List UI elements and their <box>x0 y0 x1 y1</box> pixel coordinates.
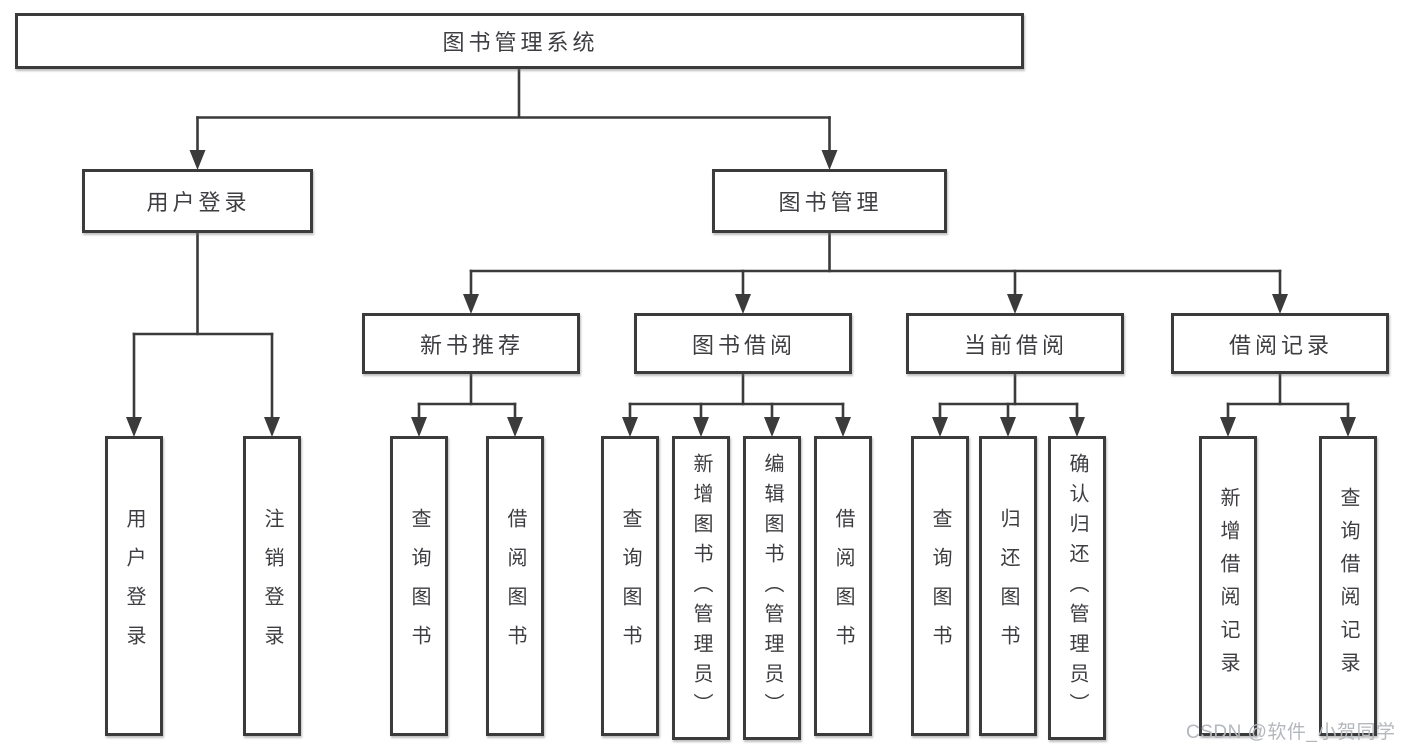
node-current-borrowing: 当前借阅 <box>906 313 1124 374</box>
leaf-query-borrow-record-label: 查询借阅记录 <box>1337 487 1359 685</box>
leaf-edit-book-admin: 编辑图书（管理员） <box>743 436 801 740</box>
node-book-management-branch-label: 图书管理 <box>778 190 883 215</box>
leaf-query-books-recommend-label: 查询图书 <box>408 508 430 664</box>
node-borrow-records-label: 借阅记录 <box>1228 332 1333 358</box>
node-root-label: 图书管理系统 <box>442 30 599 55</box>
csdn-watermark: CSDN @软件_小贺同学 <box>1186 722 1396 743</box>
leaf-query-books-current-label: 查询图书 <box>929 508 951 664</box>
leaf-logout: 注销登录 <box>243 436 301 736</box>
node-root-system: 图书管理系统 <box>15 13 1024 69</box>
leaf-query-books-borrowing: 查询图书 <box>601 436 659 736</box>
leaf-user-login: 用户登录 <box>105 436 163 736</box>
leaf-return-book-label: 归还图书 <box>997 508 1019 664</box>
node-new-book-recommend: 新书推荐 <box>362 313 580 374</box>
leaf-add-borrow-record-label: 新增借阅记录 <box>1217 487 1239 685</box>
node-current-borrowing-label: 当前借阅 <box>963 332 1068 358</box>
node-user-login-branch: 用户登录 <box>82 169 313 233</box>
node-user-login-branch-label: 用户登录 <box>146 190 251 215</box>
node-book-borrowing: 图书借阅 <box>634 313 852 374</box>
leaf-confirm-return-admin: 确认归还（管理员） <box>1048 436 1106 740</box>
leaf-borrow-books-borrowing-label: 借阅图书 <box>832 508 854 664</box>
leaf-borrow-books-recommend: 借阅图书 <box>486 436 544 736</box>
leaf-user-login-label: 用户登录 <box>123 508 145 664</box>
leaf-query-books-current: 查询图书 <box>911 436 969 736</box>
leaf-query-books-recommend: 查询图书 <box>390 436 448 736</box>
leaf-query-books-borrowing-label: 查询图书 <box>619 508 641 664</box>
leaf-confirm-return-admin-label: 确认归还（管理员） <box>1066 453 1088 723</box>
leaf-edit-book-admin-label: 编辑图书（管理员） <box>761 453 783 723</box>
leaf-add-book-admin: 新增图书（管理员） <box>672 436 730 740</box>
leaf-add-borrow-record: 新增借阅记录 <box>1199 436 1257 736</box>
leaf-borrow-books-recommend-label: 借阅图书 <box>504 508 526 664</box>
node-book-management-branch: 图书管理 <box>712 169 947 233</box>
leaf-add-book-admin-label: 新增图书（管理员） <box>690 453 712 723</box>
leaf-return-book: 归还图书 <box>979 436 1037 736</box>
node-book-borrowing-label: 图书借阅 <box>691 332 796 358</box>
node-borrow-records: 借阅记录 <box>1171 313 1389 374</box>
leaf-borrow-books-borrowing: 借阅图书 <box>814 436 872 736</box>
leaf-query-borrow-record: 查询借阅记录 <box>1319 436 1377 736</box>
leaf-logout-label: 注销登录 <box>261 508 283 664</box>
node-new-book-recommend-label: 新书推荐 <box>419 332 524 358</box>
